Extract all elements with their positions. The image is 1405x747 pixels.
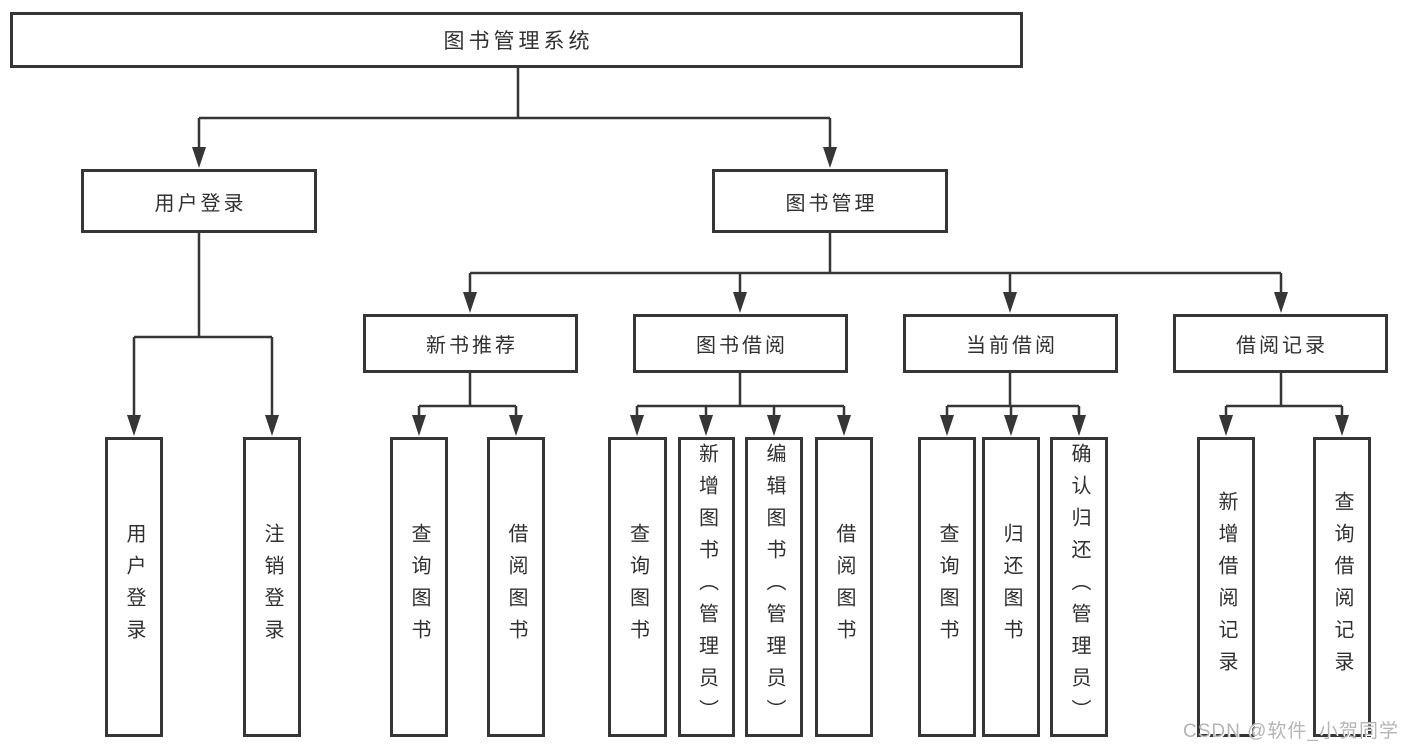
leaf-current-query-books: 查询图书 bbox=[918, 437, 976, 737]
leaf-logout: 注销登录 bbox=[243, 437, 301, 737]
leaf-borrow-borrow-books: 借阅图书 bbox=[815, 437, 873, 737]
leaf-current-confirm-return-admin: 确认归还（管理员） bbox=[1050, 437, 1108, 737]
connector-user-login-to-leaves bbox=[127, 232, 279, 436]
connector-borrow-records-to-leaves bbox=[1219, 373, 1349, 436]
connector-current-borrow-to-leaves bbox=[940, 373, 1086, 436]
node-book-management: 图书管理 bbox=[712, 169, 948, 233]
node-new-book-recommend: 新书推荐 bbox=[363, 314, 578, 373]
node-user-login: 用户登录 bbox=[81, 169, 317, 233]
csdn-watermark: CSDN @软件_小贺同学 bbox=[1183, 721, 1399, 742]
connector-root-to-level2 bbox=[192, 67, 837, 168]
leaf-borrow-edit-books-admin: 编辑图书（管理员） bbox=[745, 437, 803, 737]
leaf-current-return-books: 归还图书 bbox=[982, 437, 1040, 737]
node-book-borrow: 图书借阅 bbox=[633, 314, 848, 373]
leaf-newbooks-query-books: 查询图书 bbox=[390, 437, 448, 737]
node-current-borrow: 当前借阅 bbox=[903, 314, 1118, 373]
leaf-records-add-record: 新增借阅记录 bbox=[1197, 437, 1255, 737]
leaf-user-login: 用户登录 bbox=[105, 437, 163, 737]
leaf-borrow-add-books-admin: 新增图书（管理员） bbox=[678, 437, 735, 737]
leaf-borrow-query-books: 查询图书 bbox=[608, 437, 667, 737]
connector-new-books-to-leaves bbox=[412, 373, 523, 436]
leaf-records-query-record: 查询借阅记录 bbox=[1313, 437, 1371, 737]
leaf-newbooks-borrow-books: 借阅图书 bbox=[487, 437, 545, 737]
node-root-system: 图书管理系统 bbox=[10, 12, 1023, 68]
connector-book-mgmt-to-level3 bbox=[463, 232, 1288, 313]
node-borrow-records: 借阅记录 bbox=[1173, 314, 1388, 373]
connector-book-borrow-to-leaves bbox=[630, 373, 851, 436]
